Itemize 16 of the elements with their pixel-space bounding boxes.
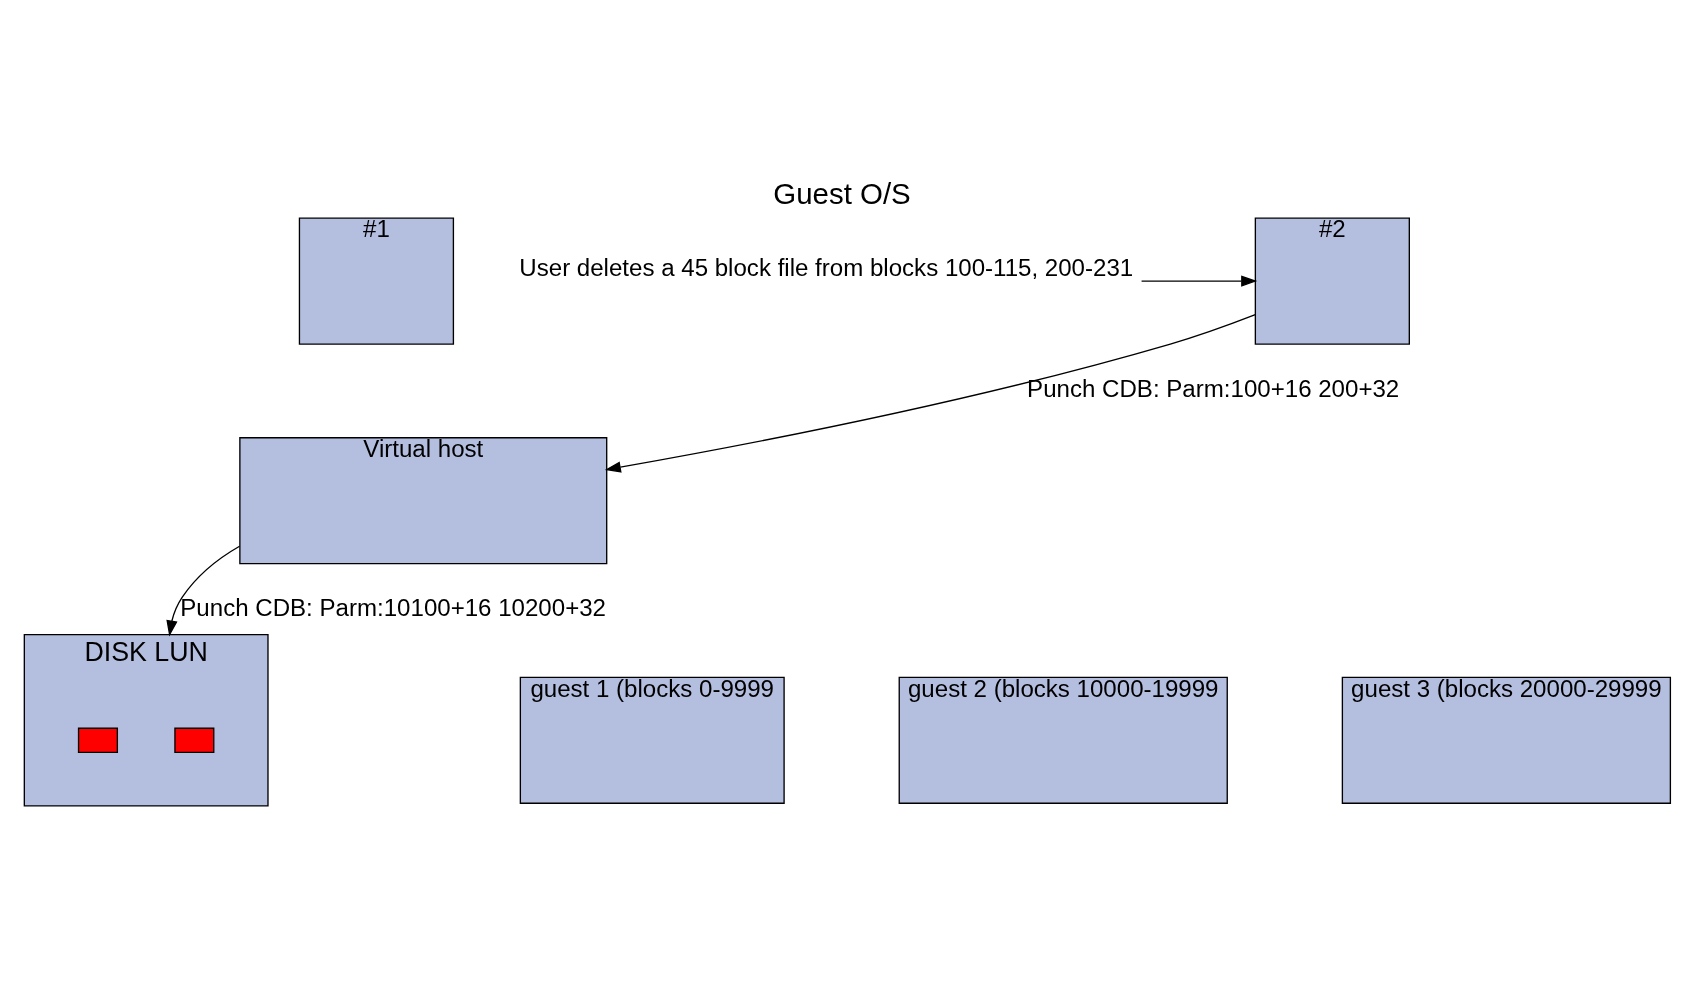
node-box: guest 2 (blocks 10000-19999	[898, 676, 1228, 804]
node-box	[77, 727, 119, 753]
node-box	[174, 727, 215, 753]
diagram-title: Guest O/S	[773, 176, 911, 210]
node-box: guest 3 (blocks 20000-29999	[1341, 676, 1672, 804]
cluster: DISK LUN	[23, 633, 269, 807]
node-box: Virtual host	[239, 436, 608, 564]
node-text: User deletes a 45 block file from blocks 100-115, 200-231	[519, 253, 1134, 281]
node-box: #2	[1254, 217, 1410, 345]
arrow	[604, 313, 1256, 473]
arrow	[1140, 275, 1258, 287]
edge-label: Punch CDB: Parm:100+16 200+32	[1027, 374, 1400, 402]
node-box: guest 1 (blocks 0-9999	[519, 676, 785, 804]
arrow	[166, 545, 241, 637]
node-box: #1	[298, 217, 455, 345]
edge-label: Punch CDB: Parm:10100+16 10200+32	[180, 593, 607, 621]
